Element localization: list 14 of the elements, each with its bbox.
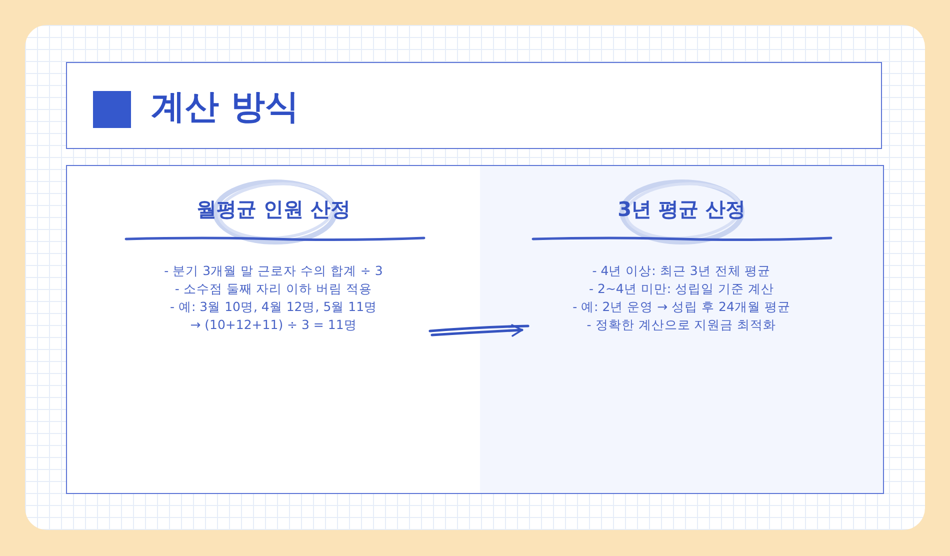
arrow <box>428 324 530 337</box>
body-text: → (10+12+11) ÷ 3 = 11명 <box>190 316 357 334</box>
body-text: - 예: 2년 운영 → 성립 후 24개월 평균 <box>572 298 790 316</box>
title: 계산 방식 <box>151 86 299 129</box>
body-text: - 4년 이상: 최근 3년 전체 평균 <box>592 262 771 280</box>
body-text: - 분기 3개월 말 근로자 수의 합계 ÷ 3 <box>164 262 383 280</box>
panel-heading: 월평균 인원 산정 <box>196 197 350 221</box>
panel-heading: 3년 평균 산정 <box>618 197 746 221</box>
body-text: - 2~4년 미만: 성립일 기준 계산 <box>589 280 774 298</box>
panel-box <box>480 165 884 494</box>
body-text: - 소수점 둘째 자리 이하 버림 적용 <box>174 280 372 298</box>
body-text: - 정확한 계산으로 지원금 최적화 <box>586 316 776 334</box>
body-text: - 예: 3월 10명, 4월 12명, 5월 11명 <box>170 298 378 316</box>
panel-box <box>66 165 481 494</box>
